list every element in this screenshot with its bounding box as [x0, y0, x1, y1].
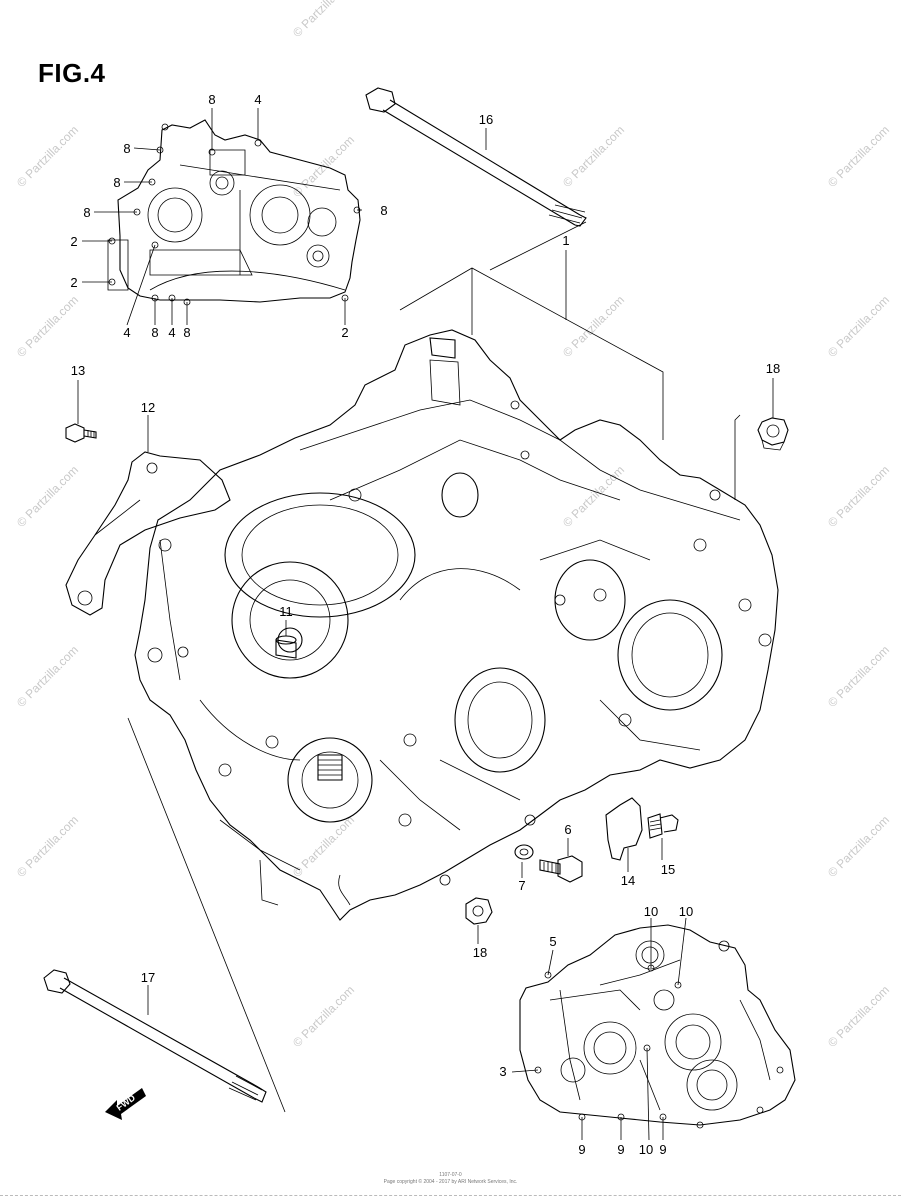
dowel-11	[275, 635, 297, 659]
callout-2: 2	[70, 234, 77, 249]
washer-7	[514, 844, 534, 860]
figure-title: FIG.4	[38, 58, 106, 88]
page-bottom-divider	[0, 1195, 901, 1196]
forward-arrow-icon: FWD	[105, 1088, 146, 1120]
callout-8: 8	[83, 205, 90, 220]
plug-6	[539, 855, 583, 883]
callout-12: 12	[141, 400, 155, 415]
callout-14: 14	[621, 873, 635, 888]
callout-8: 8	[113, 175, 120, 190]
callout-8: 8	[123, 141, 130, 156]
bolt-15	[647, 813, 679, 839]
callout-2: 2	[341, 325, 348, 340]
callout-13: 13	[71, 363, 85, 378]
bracket-14	[605, 797, 643, 861]
inset-lower-leader-lines	[511, 917, 687, 1141]
callout-8: 8	[208, 92, 215, 107]
bolt-16	[365, 87, 587, 227]
main-crankcase	[134, 329, 779, 921]
callout-4: 4	[168, 325, 175, 340]
callout-10: 10	[679, 904, 693, 919]
callout-11: 11	[279, 604, 293, 619]
callout-8: 8	[380, 203, 387, 218]
upper-left-case-half-inset	[107, 119, 361, 306]
callout-9: 9	[617, 1142, 624, 1157]
bracket-12	[65, 451, 231, 616]
callout-18: 18	[473, 945, 487, 960]
callout-5: 5	[549, 934, 556, 949]
callout-16: 16	[479, 112, 493, 127]
callout-6: 6	[564, 822, 571, 837]
callout-9: 9	[578, 1142, 585, 1157]
callout-2: 2	[70, 275, 77, 290]
callout-8: 8	[151, 325, 158, 340]
leader-17-case	[127, 717, 286, 1113]
callout-7: 7	[518, 878, 525, 893]
callout-9: 9	[659, 1142, 666, 1157]
bolt-17	[43, 969, 267, 1103]
lower-right-case-half-inset	[519, 924, 796, 1129]
callout-18: 18	[766, 361, 780, 376]
callout-17: 17	[141, 970, 155, 985]
callout-3: 3	[499, 1064, 506, 1079]
callout-8: 8	[183, 325, 190, 340]
callout-15: 15	[661, 862, 675, 877]
callout-4: 4	[254, 92, 261, 107]
callout-10: 10	[644, 904, 658, 919]
callout-labels: 1 2 2 2 3 4 4 4 5 6 7 8 8 8 8 8 8 8 8 9 …	[70, 92, 780, 1157]
footer-code: 1107-07-0	[439, 1172, 462, 1178]
leader-1	[399, 221, 741, 500]
nut-18-upper	[757, 417, 789, 451]
callout-4: 4	[123, 325, 130, 340]
callout-1: 1	[562, 233, 569, 248]
nut-18-lower	[465, 897, 493, 925]
bolt-13	[65, 423, 97, 443]
inset-leader-lines	[82, 108, 362, 326]
footer-copyright: Page copyright © 2004 - 2017 by ARI Netw…	[383, 1179, 518, 1185]
callout-10: 10	[639, 1142, 653, 1157]
